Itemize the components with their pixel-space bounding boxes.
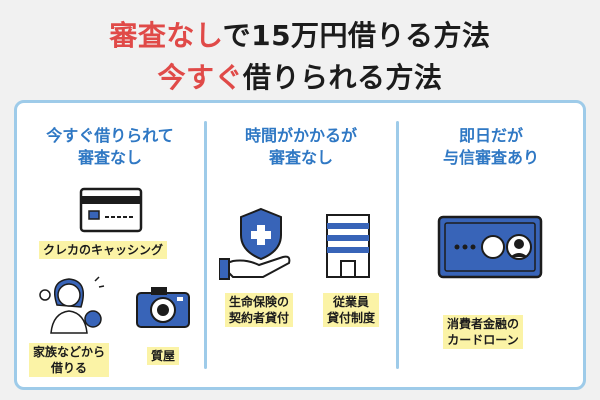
column-heading-line: 与信審査あり <box>442 148 539 167</box>
method-label: 生命保険の 契約者貸付 <box>225 293 294 327</box>
method-label: クレカのキャッシング <box>39 241 168 259</box>
title-rest: で15万円借りる方法 <box>222 19 491 52</box>
column-instant-no-screening: 今すぐ借りられて 審査なし クレカのキャッシング 家族などから 借りる <box>17 103 203 387</box>
credit-card-icon <box>79 187 143 233</box>
column-divider <box>204 121 207 369</box>
method-label: 消費者金融の カードローン <box>443 315 524 349</box>
main-title-line-1: 審査なしで15万円借りる方法 <box>0 14 600 54</box>
woman-with-coin-icon <box>39 276 105 334</box>
column-heading-line: 今すぐ借りられて <box>46 126 174 145</box>
title-emphasis: 今すぐ <box>157 61 243 94</box>
column-divider <box>396 121 399 369</box>
camera-icon <box>136 287 190 328</box>
method-label: 従業員 貸付制度 <box>323 293 380 327</box>
office-building-icon <box>326 214 370 278</box>
column-heading-line: 即日だが <box>458 126 523 145</box>
column-heading-line: 時間がかかるが <box>244 126 357 145</box>
main-title-line-2: 今すぐ借りられる方法 <box>0 56 600 96</box>
column-heading-line: 審査なし <box>268 148 333 167</box>
method-label: 家族などから 借りる <box>29 343 110 377</box>
methods-panel: 今すぐ借りられて 審査なし クレカのキャッシング 家族などから 借りる <box>14 100 586 390</box>
column-sameday-with-screening: 即日だが 与信審査あり 消費者金融の カードローン <box>399 103 583 387</box>
insurance-shield-hand-icon <box>219 207 291 280</box>
column-heading: 時間がかかるが 審査なし <box>207 125 395 169</box>
column-heading: 即日だが 与信審査あり <box>399 125 583 169</box>
method-label: 質屋 <box>147 347 180 365</box>
column-slow-no-screening: 時間がかかるが 審査なし 生命保険の 契約者貸付 従業員 貸付制度 <box>207 103 395 387</box>
loan-card-icon <box>437 215 543 279</box>
column-heading-line: 審査なし <box>77 148 142 167</box>
title-rest: 借りられる方法 <box>243 61 443 94</box>
column-heading: 今すぐ借りられて 審査なし <box>17 125 203 169</box>
title-emphasis: 審査なし <box>109 19 223 52</box>
